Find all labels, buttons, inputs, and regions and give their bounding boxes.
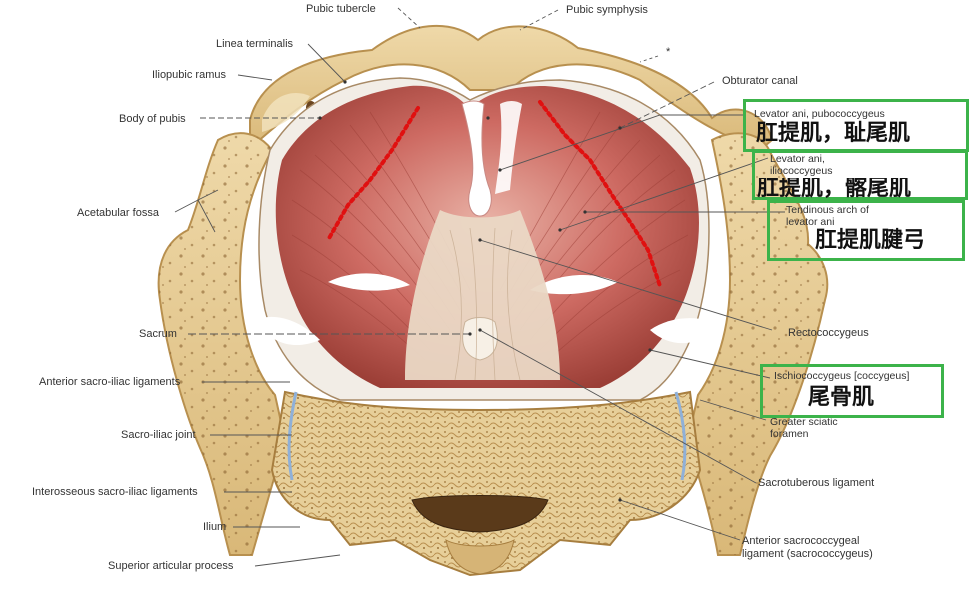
label-pubic-tubercle: Pubic tubercle [306,3,376,15]
leader-dots [318,80,652,502]
label-interosseous-sacro-iliac-ligaments: Interosseous sacro-iliac ligaments [32,486,198,498]
label-body-of-pubis: Body of pubis [119,113,186,125]
label-ilium: Ilium [203,521,227,533]
annotation-box-coccygeus [760,364,944,418]
label-rectococcygeus: Rectococcygeus [788,327,869,339]
label-sacro-iliac-joint: Sacro-iliac joint [121,429,196,441]
label-tendinous-arch-2: levator ani [786,216,835,228]
annotation-box-tendinous-arch [767,200,965,261]
annotation-coccygeus: 尾骨肌 [808,385,875,410]
label-greater-sciatic-2: foramen [770,428,809,440]
label-superior-articular-process: Superior articular process [108,560,234,572]
label-levator-ani-iliococcygeus-1: Levator ani, [770,153,825,165]
label-levator-ani-iliococcygeus-2: iliococcygeus [770,165,833,177]
label-anterior-sacro-iliac-ligaments: Anterior sacro-iliac ligaments [39,376,181,388]
label-anterior-sacrococcygeal-2: ligament (sacrococcygeus) [742,548,873,560]
pelvic-bone [157,24,829,556]
urogenital-hiatus [461,100,492,217]
annotation-iliococcygeus: 肛提肌，髂尾肌 [757,178,912,200]
sacrum-bone [270,390,702,577]
label-sacrotuberous-ligament: Sacrotuberous ligament [758,477,875,489]
annotation-pubococcygeus: 肛提肌，耻尾肌 [756,121,911,146]
label-greater-sciatic-1: Greater sciatic [770,416,838,428]
label-ischiococcygeus: Ischiococcygeus [coccygeus] [774,370,910,382]
left-sciatic-opening [328,273,410,291]
label-levator-ani-pubococcygeus: Levator ani, pubococcygeus [754,108,885,120]
label-linea-terminalis: Linea terminalis [216,38,294,50]
label-obturator-canal: Obturator canal [722,75,798,87]
label-pubic-symphysis: Pubic symphysis [566,4,648,16]
label-acetabular-fossa: Acetabular fossa [77,207,159,219]
asterisk-mark: * [666,46,671,58]
right-sciatic-opening [530,275,618,295]
annotation-tendinous-arch: 肛提肌腱弓 [815,228,926,253]
label-anterior-sacrococcygeal-1: Anterior sacrococcygeal [742,535,860,547]
red-marker-lines [326,100,662,288]
label-tendinous-arch-1: Tendinous arch of [786,204,869,216]
label-iliopubic-ramus: Iliopubic ramus [152,69,226,81]
label-sacrum: Sacrum [139,328,177,340]
sacral-canal [411,495,549,533]
annotation-box-iliococcygeus [752,150,968,200]
leader-lines [174,7,785,567]
